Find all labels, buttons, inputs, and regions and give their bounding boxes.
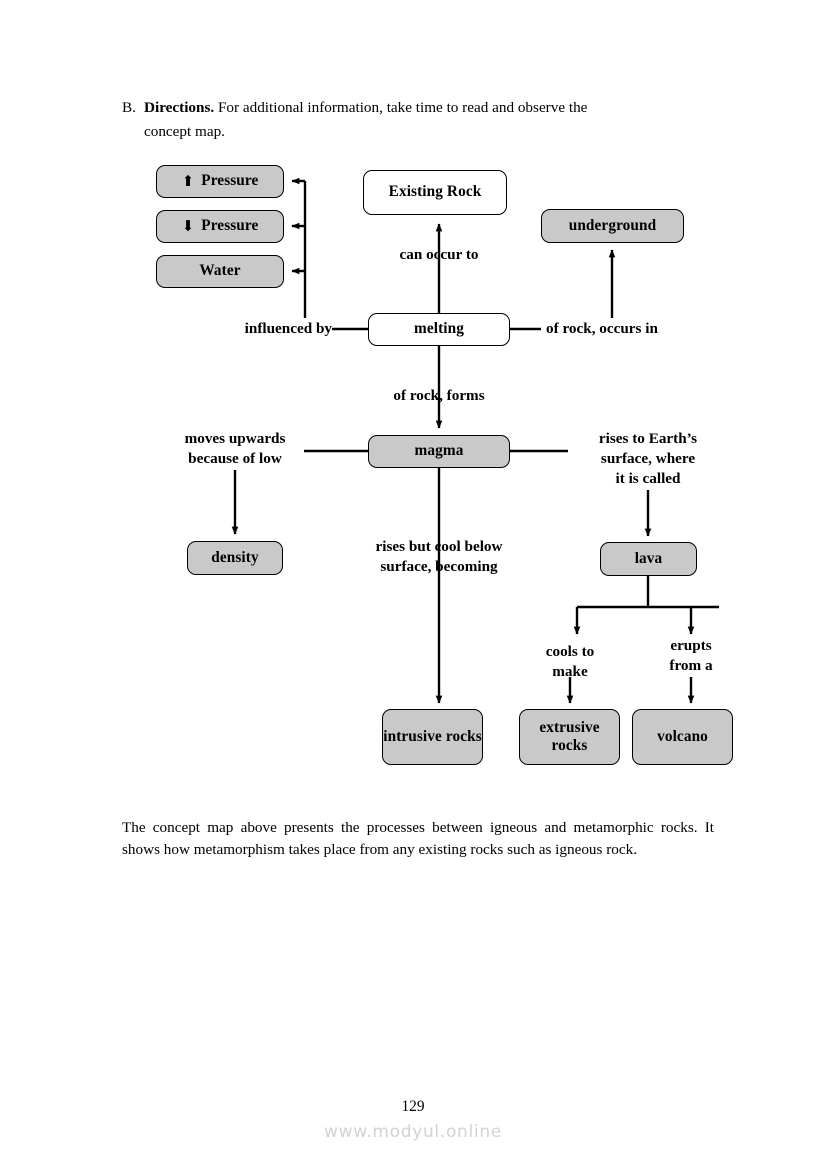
directions-first-line: B. Directions. For additional informatio… — [122, 96, 714, 120]
node-pressure-down[interactable]: ⬇ Pressure — [156, 210, 284, 243]
directions-block: B. Directions. For additional informatio… — [122, 96, 714, 143]
arrow-down-glyph-icon: ⬇ — [181, 218, 195, 235]
directions-text: Directions. For additional information, … — [144, 96, 714, 120]
node-magma-label: magma — [414, 442, 464, 460]
edge-label-of-rock-occurs-in: of rock, occurs in — [546, 320, 658, 337]
watermark: www.modyul.online — [323, 1122, 503, 1142]
node-lava[interactable]: lava — [600, 542, 697, 576]
page-number: 129 — [401, 1098, 425, 1115]
node-underground[interactable]: underground — [541, 209, 684, 243]
node-melting[interactable]: melting — [368, 313, 510, 346]
directions-body: For additional information, take time to… — [214, 99, 588, 116]
directions-letter: B. — [122, 99, 136, 116]
edge-label-influenced-by: influenced by — [244, 320, 332, 337]
directions-lead: Directions. — [144, 99, 215, 116]
arrow-up-glyph-icon: ⬆ — [181, 173, 195, 190]
edge-label-cools-to-make: cools to make — [545, 643, 595, 681]
node-pressure-up-label: Pressure — [201, 172, 259, 190]
node-extrusive-rocks[interactable]: extrusive rocks — [519, 709, 620, 765]
node-extrusive-rocks-label: extrusive rocks — [539, 718, 600, 754]
node-volcano[interactable]: volcano — [632, 709, 733, 765]
node-intrusive-rocks-label: intrusive rocks — [383, 727, 482, 745]
node-pressure-down-label: Pressure — [201, 217, 259, 235]
edge-label-of-rock-forms: of rock, forms — [393, 387, 485, 404]
node-volcano-label: volcano — [657, 727, 708, 745]
node-density[interactable]: density — [187, 541, 283, 575]
closing-paragraph: The concept map above presents the proce… — [122, 819, 714, 859]
node-water[interactable]: Water — [156, 255, 284, 288]
node-underground-label: underground — [568, 216, 657, 234]
node-existing-rock[interactable]: Existing Rock — [363, 170, 507, 215]
node-lava-label: lava — [634, 549, 663, 567]
node-existing-rock-label: Existing Rock — [388, 183, 482, 201]
edge-label-moves-upwards: moves upwards because of low — [184, 430, 286, 468]
node-intrusive-rocks[interactable]: intrusive rocks — [382, 709, 483, 765]
node-pressure-up[interactable]: ⬆ Pressure — [156, 165, 284, 198]
node-water-label: Water — [199, 262, 241, 280]
node-melting-label: melting — [414, 320, 464, 338]
edge-label-can-occur-to: can occur to — [399, 246, 479, 263]
node-magma[interactable]: magma — [368, 435, 510, 468]
edge-label-erupts-from-a: erupts from a — [669, 637, 713, 675]
node-density-label: density — [211, 548, 259, 566]
edge-label-rises-to-surface: rises to Earth’s surface, where it is ca… — [598, 430, 698, 488]
directions-second-line: concept map. — [144, 122, 225, 140]
edge-label-rises-but-cool: rises but cool below surface, becoming — [375, 538, 503, 576]
